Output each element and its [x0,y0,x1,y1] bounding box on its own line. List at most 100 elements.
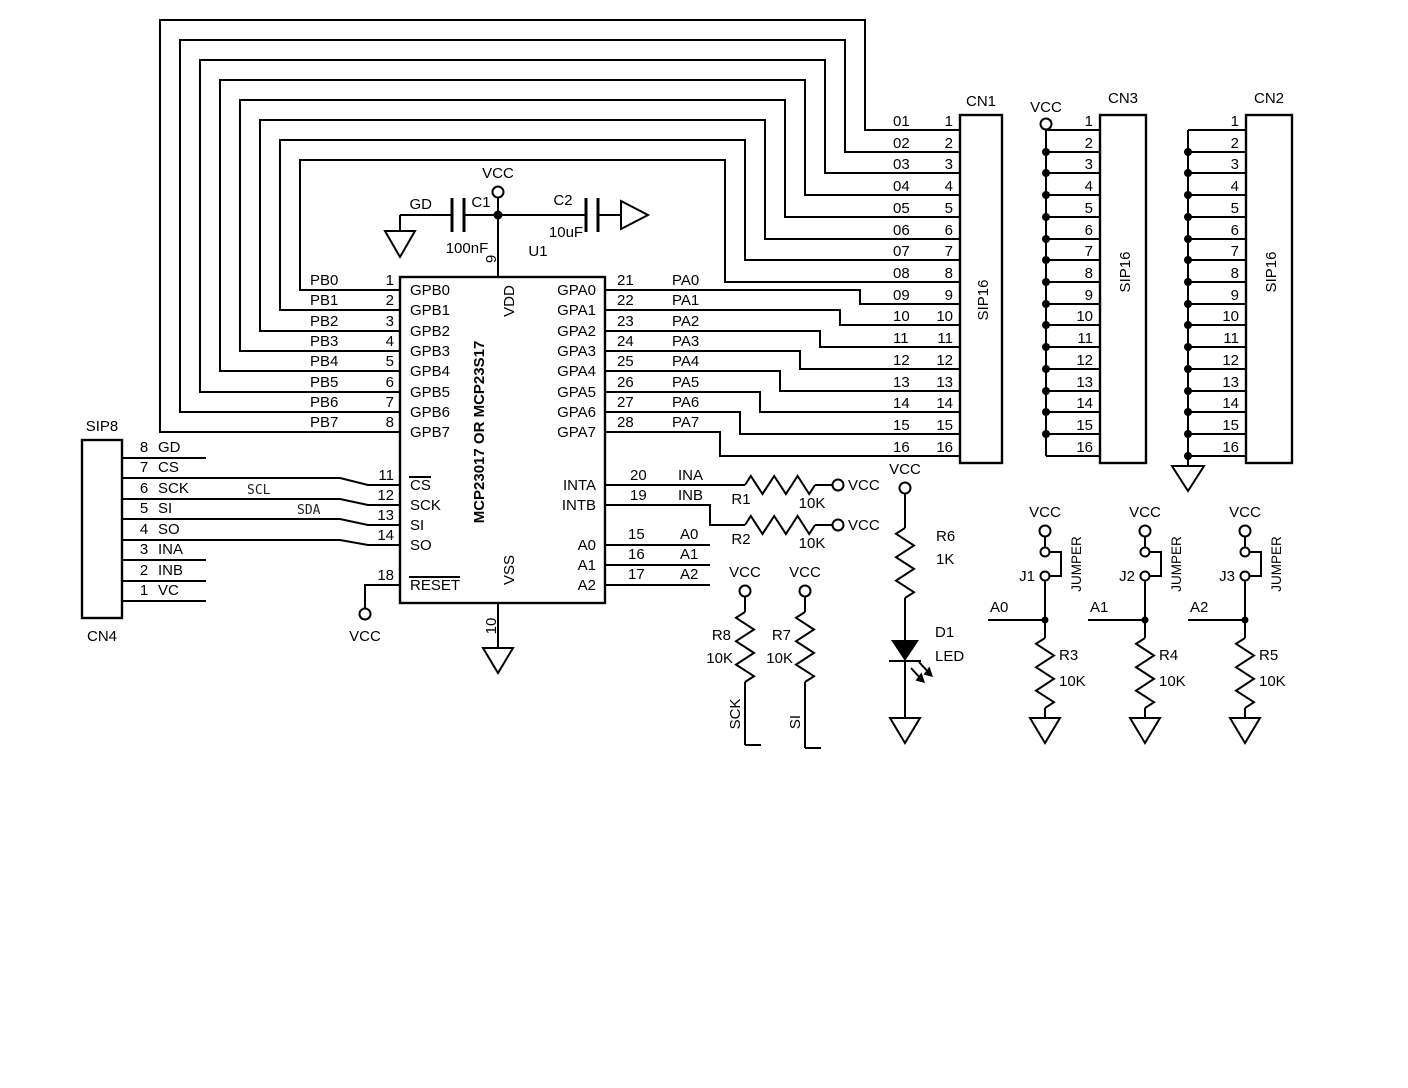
port-label: SCK [410,497,441,514]
net-label: A0 [990,599,1008,616]
port-label: CS [410,477,431,494]
port-label: GPB4 [410,363,450,380]
pin-number: 5 [386,353,394,370]
net-label: A1 [680,546,698,563]
junction-dot [1042,235,1050,243]
pin-number: 12 [1076,352,1093,369]
junction-dot [1042,387,1050,395]
net-label: 15 [893,417,910,434]
net-label: 13 [893,374,910,391]
pin-number: 1 [1231,113,1239,130]
pin-number: 19 [630,487,647,504]
pin-number: 7 [945,243,953,260]
junction-dot [1184,148,1192,156]
r5-value: 10K [1259,673,1286,690]
wire-pb6 [179,39,960,413]
net-label: 03 [893,156,910,173]
net-label: SCK [158,480,189,497]
wire-pa1 [605,309,960,326]
junction-dot [1042,408,1050,416]
pin-number: 2 [140,562,148,579]
vcc-label: VCC [1229,504,1261,521]
cn4-body [80,438,124,620]
junction-dot [1184,408,1192,416]
junction-dot [1184,343,1192,351]
c2-value: 10uF [549,224,583,241]
net-label: PA5 [672,374,699,391]
pin-number: 8 [1231,265,1239,282]
pin-number: 7 [1085,243,1093,260]
cn1-body [958,113,1004,465]
vcc-icon [831,518,845,532]
pin-number: 14 [377,527,394,544]
pin-number: 4 [1085,178,1093,195]
port-label: RESET [410,577,460,594]
pin-number: 18 [377,567,394,584]
scl-label: SCL [247,483,271,498]
vcc-icon [491,185,505,199]
net-label: PA2 [672,313,699,330]
intb-wire [605,504,745,526]
junction-dot [1042,278,1050,286]
net-label: 01 [893,113,910,130]
so-wire [122,539,400,546]
wire-pa5 [605,391,960,413]
wire-pa6 [605,411,960,435]
pin-number: 28 [617,414,634,431]
r1-ref: R1 [731,491,750,508]
junction-dot [1184,452,1192,460]
jumper-pin [1139,570,1151,582]
junction-dot [1184,235,1192,243]
pin-number: 3 [1231,156,1239,173]
jumper-bracket-icon [1049,551,1062,577]
r4-value: 10K [1159,673,1186,690]
net-label: PA1 [672,292,699,309]
led-icon [891,640,919,661]
vdd-port: VDD [501,285,518,317]
pin-number: 15 [1222,417,1239,434]
vcc-label: VCC [789,564,821,581]
vcc-label: VCC [1030,99,1062,116]
jumper-pin [1039,570,1051,582]
net-label: 14 [893,395,910,412]
junction-dot [1041,616,1049,624]
d1-ref: D1 [935,624,954,641]
r8-pullup: VCC R8 10K SCK [706,564,761,746]
pin-number: 2 [1085,135,1093,152]
junction-dot [1184,213,1192,221]
vcc-icon [898,481,912,495]
net-label: SO [158,521,180,538]
junction-dot [1184,321,1192,329]
junction-dot [1184,300,1192,308]
junction-dot [1042,191,1050,199]
pin-number: 6 [140,480,148,497]
pin-number: 5 [140,500,148,517]
junction-dot [1042,213,1050,221]
ic-ref: U1 [528,243,547,260]
net-label: PA3 [672,333,699,350]
port-label: GPA4 [557,363,596,380]
r3-ref: R3 [1059,647,1078,664]
c1-value: 100nF [446,240,489,257]
led-emission-arrowhead [923,666,933,677]
r1-pullup: VCC R1 10K [605,474,880,512]
wire-pa3 [605,350,960,370]
net-label: PB2 [310,313,338,330]
pin-number: 1 [386,272,394,289]
vss-pin-number: 10 [483,618,500,635]
r5-ref: R5 [1259,647,1278,664]
pin-number: 9 [1085,287,1093,304]
jumper-bracket-icon [1249,551,1262,577]
pin-number: 3 [945,156,953,173]
net-label: VC [158,582,179,599]
pin-number: 2 [386,292,394,309]
net-label: PB5 [310,374,338,391]
pin-number: 6 [1085,222,1093,239]
sck-wire [122,498,400,506]
pin-number: 8 [140,439,148,456]
pin-number: 2 [945,135,953,152]
j1-ref: J1 [1019,568,1035,585]
port-label: INTB [562,497,596,514]
